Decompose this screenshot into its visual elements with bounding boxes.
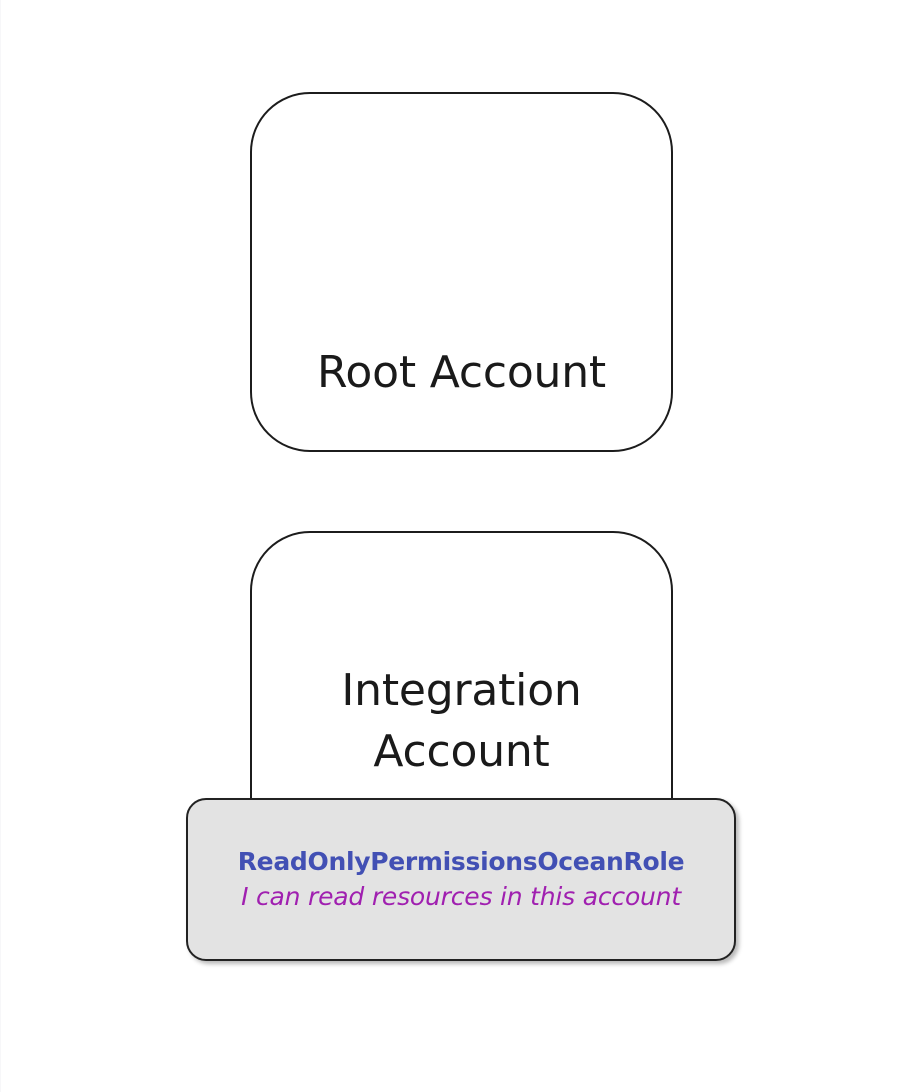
integration-account-label: Integration Account [341, 665, 582, 777]
read-only-role-panel[interactable]: ReadOnlyPermissionsOceanRole I can read … [186, 798, 736, 961]
root-account-box[interactable]: Root Account [250, 92, 673, 452]
role-description-label: I can read resources in this account [241, 881, 681, 911]
root-account-label: Root Account [317, 347, 606, 398]
role-name-label: ReadOnlyPermissionsOceanRole [237, 847, 685, 876]
